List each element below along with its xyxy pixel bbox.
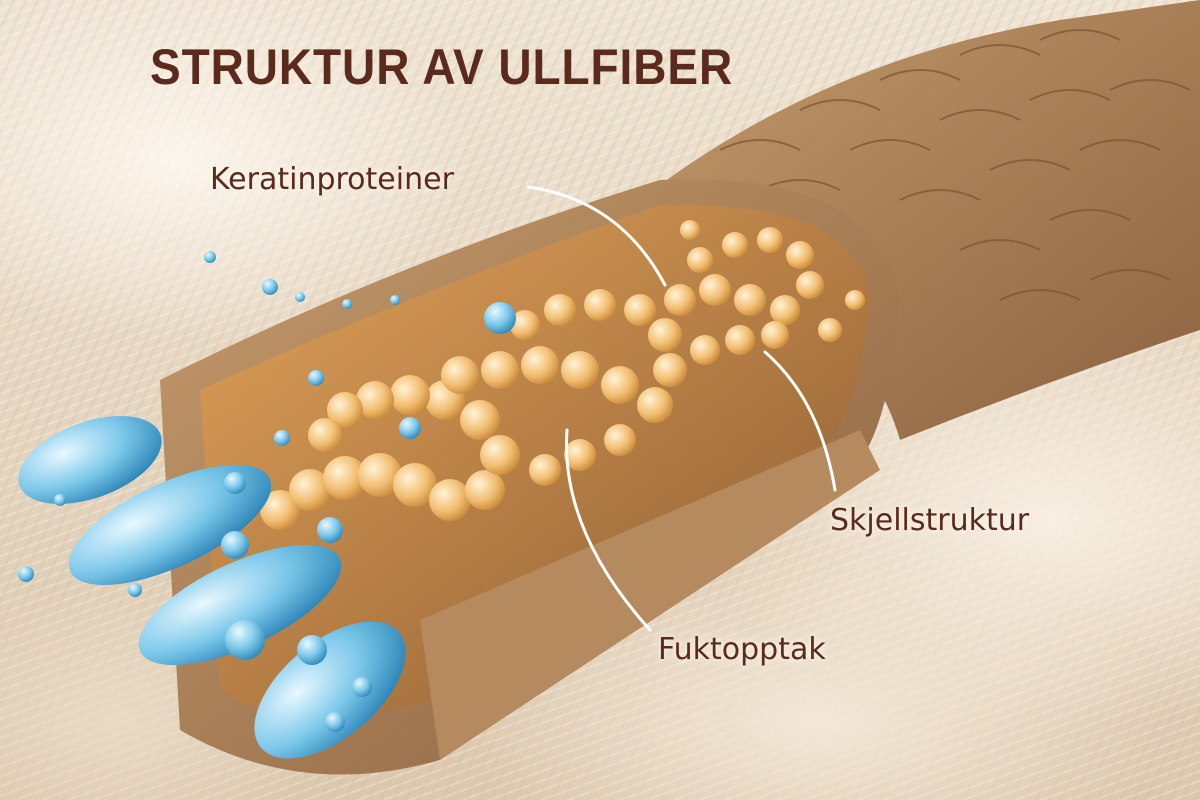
water-droplets — [18, 251, 516, 759]
label-moisture-absorption: Fuktopptak — [658, 632, 826, 667]
moisture-leader-line — [565, 428, 652, 632]
page-title: STRUKTUR AV ULLFIBER — [150, 39, 734, 95]
label-scale-structure: Skjellstruktur — [830, 503, 1030, 538]
scale-structure — [640, 0, 1200, 440]
keratin-leader-line — [526, 185, 667, 287]
leader-lines — [526, 185, 837, 632]
keratin-protein-chains — [260, 220, 865, 530]
fiber-cross-section — [160, 179, 900, 775]
label-keratin-proteins: Keratinproteiner — [210, 162, 454, 197]
scales-leader-line — [763, 350, 837, 492]
